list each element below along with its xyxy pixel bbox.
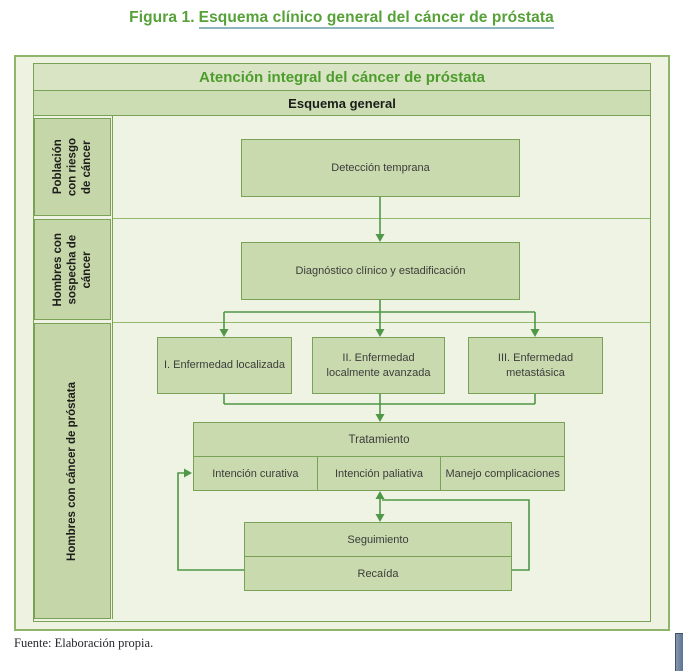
sidebar-column: Población con riesgo de cáncer Hombres c… <box>34 116 112 619</box>
node-deteccion-temprana: Detección temprana <box>241 139 520 197</box>
node-intencion-paliativa: Intención paliativa <box>316 457 441 490</box>
diagram-table: Población con riesgo de cáncer Hombres c… <box>33 115 651 622</box>
flow-area: Detección temprana Diagnóstico clínico y… <box>112 116 650 619</box>
node-seguimiento-recaida-group: Seguimiento Recaída <box>244 522 512 591</box>
node-seguimiento: Seguimiento <box>245 523 511 557</box>
sidebar-row-cancer-prostata-label: Hombres con cáncer de próstata <box>66 381 79 561</box>
scrollbar-thumb[interactable] <box>675 633 683 671</box>
row-separator-1 <box>113 218 650 219</box>
diagram-header: Atención integral del cáncer de próstata <box>33 63 651 91</box>
sidebar-row-sospecha-cancer: Hombres con sospecha de cáncer <box>34 219 111 320</box>
node-diagnostico-estadificacion: Diagnóstico clínico y estadificación <box>241 242 520 300</box>
node-tratamiento: Tratamiento <box>194 423 564 457</box>
figure-title-text: Esquema clínico general del cáncer de pr… <box>198 9 554 29</box>
node-tratamiento-group: Tratamiento Intención curativa Intención… <box>193 422 565 491</box>
diagram-subheader: Esquema general <box>33 90 651 116</box>
node-intencion-curativa: Intención curativa <box>212 467 299 480</box>
node-manejo-complicaciones: Manejo complicaciones <box>440 457 564 490</box>
row-separator-2 <box>113 322 650 323</box>
sidebar-row-sospecha-cancer-label: Hombres con sospecha de cáncer <box>51 232 93 307</box>
tratamiento-subrow: Intención curativa Intención paliativa M… <box>194 457 564 490</box>
diagram-container: Atención integral del cáncer de próstata… <box>14 55 670 631</box>
node-enfermedad-localmente-avanzada: II. Enfermedad localmente avanzada <box>312 337 445 394</box>
figure-title: Figura 1.Esquema clínico general del cán… <box>0 9 683 29</box>
figure-label: Figura 1. <box>129 9 195 26</box>
source-note: Fuente: Elaboración propia. <box>14 636 154 650</box>
sidebar-row-poblacion-riesgo: Población con riesgo de cáncer <box>34 118 111 216</box>
node-enfermedad-localizada: I. Enfermedad localizada <box>157 337 292 394</box>
sidebar-row-cancer-prostata: Hombres con cáncer de próstata <box>34 323 111 619</box>
sidebar-row-poblacion-riesgo-label: Población con riesgo de cáncer <box>51 137 93 197</box>
node-enfermedad-metastasica: III. Enfermedad metastásica <box>468 337 603 394</box>
node-recaida: Recaída <box>357 567 399 580</box>
